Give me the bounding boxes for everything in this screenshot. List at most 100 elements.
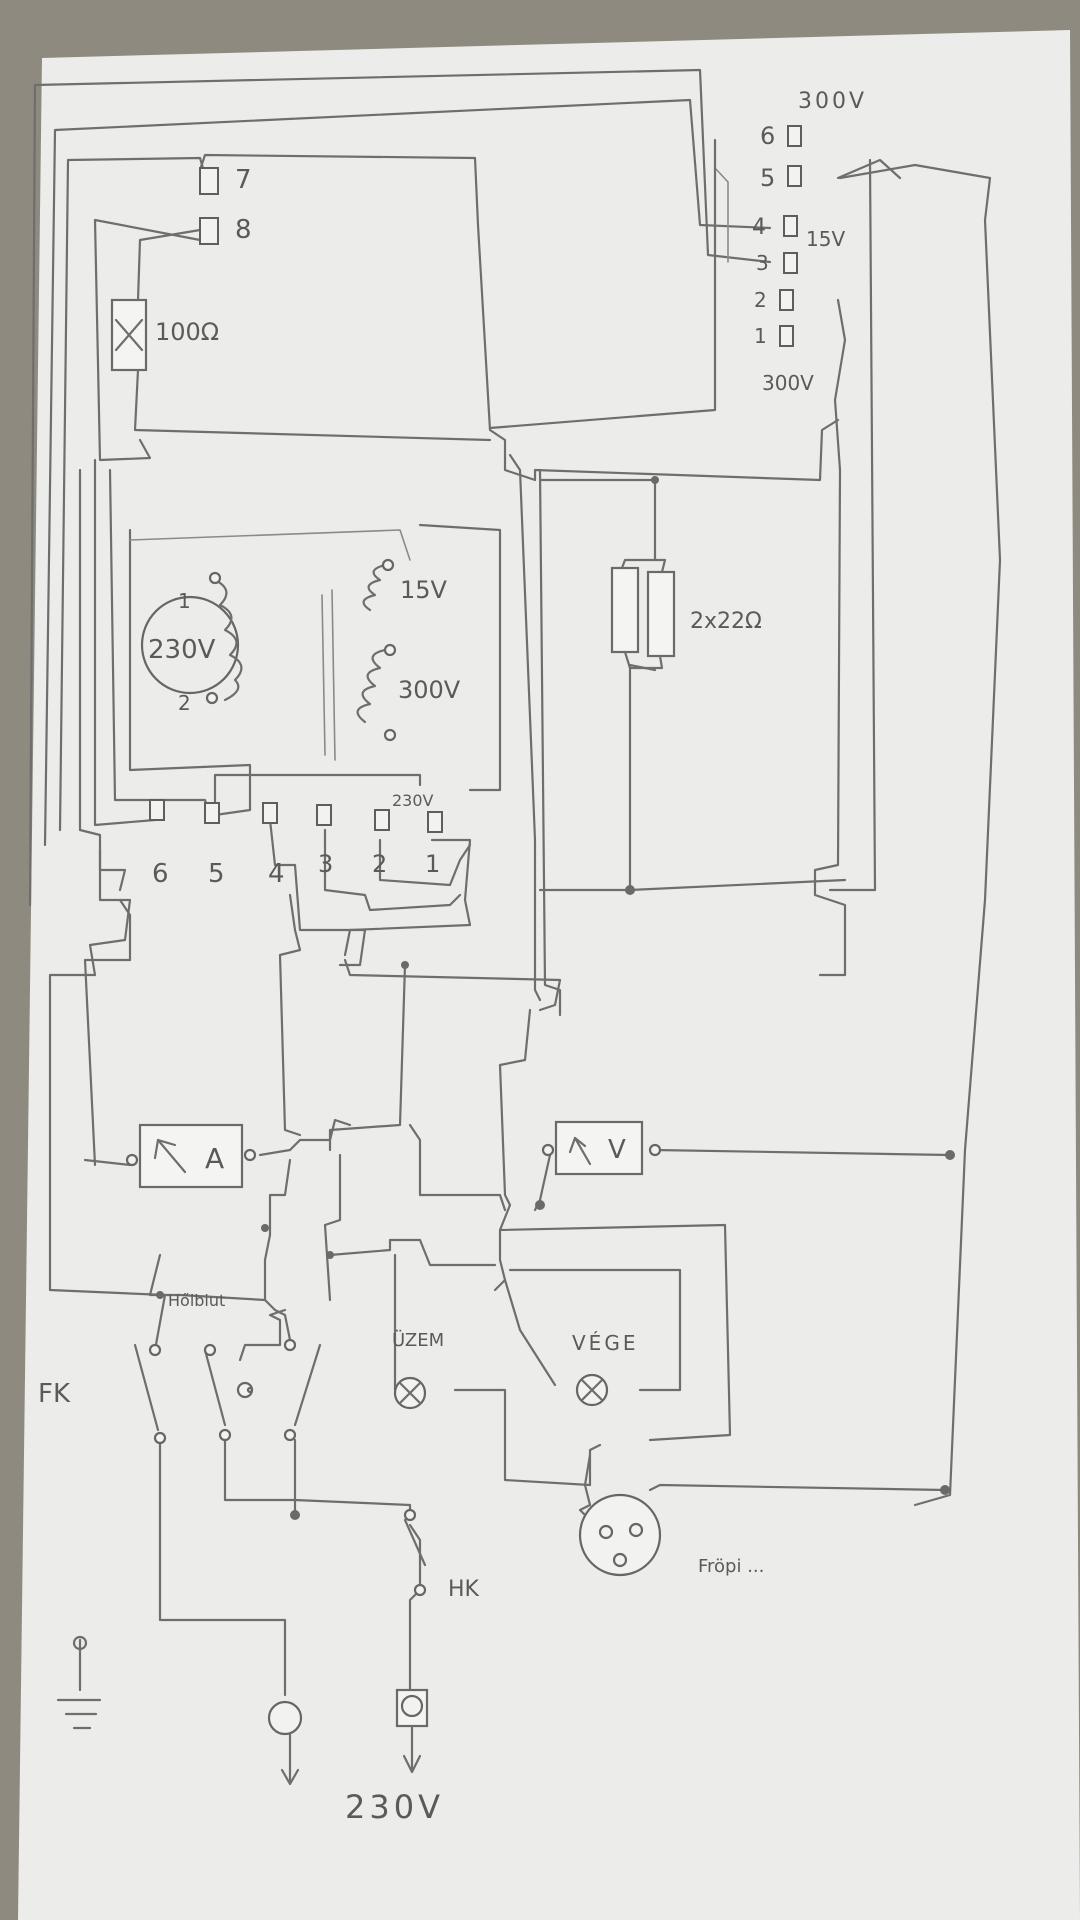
terminal-8-label: 8 (235, 215, 252, 245)
block-voltage-mid: 15V (806, 227, 845, 251)
wire-strip-4 (268, 818, 367, 967)
wire-strip-to-ammeter (83, 1158, 132, 1167)
voltmeter (554, 1120, 644, 1176)
wire-upper-inner (93, 218, 202, 462)
socket (578, 1493, 662, 1577)
plug-mains-arrow-head (402, 1754, 422, 1774)
transformer-core-2 (331, 589, 336, 761)
block-terminal-2 (779, 289, 794, 311)
transformer-primary-outline (140, 595, 240, 695)
contact (153, 1431, 167, 1445)
socket-pin-right (628, 1522, 644, 1538)
switch-label: Hőlbiut (168, 1291, 225, 1310)
wire-third-loop (58, 156, 207, 832)
block-voltage-top: 300V (798, 89, 867, 114)
voltmeter-arrow-head (568, 1136, 587, 1154)
lamp-uzem-label: ÜZEM (392, 1329, 444, 1351)
mains-label: 230V (345, 1788, 444, 1826)
wire-vege-loop (508, 1268, 682, 1392)
lamp-uzem-cross-b (398, 1381, 422, 1405)
strip-terminal-3 (316, 804, 332, 826)
switch-fk-blade (133, 1343, 160, 1432)
junction (326, 1251, 334, 1259)
wire-transformer-top (129, 529, 411, 561)
wire-strip-3 (323, 828, 462, 912)
wire-second-loop (43, 98, 772, 847)
strip-number-5: 5 (208, 859, 225, 889)
transformer-primary-voltage: 230V (148, 635, 216, 665)
junction (651, 476, 659, 484)
socket-pin-earth (612, 1552, 628, 1568)
ammeter-arrow-head (153, 1138, 177, 1160)
junction (535, 1200, 545, 1210)
wire-voltmeter-right (653, 1148, 952, 1157)
contact-points (125, 1143, 662, 1597)
strip-terminal-5 (204, 802, 220, 824)
switch-right-blade (293, 1343, 322, 1427)
junction (156, 1291, 164, 1299)
ammeter-arrow (156, 1138, 187, 1174)
wire-strip-bottom-mid (83, 898, 132, 1167)
wire-ammeter-down-2 (323, 1153, 342, 1302)
block-terminal-3 (783, 252, 798, 274)
ammeter (138, 1123, 244, 1189)
switch-fk-label: FK (38, 1379, 71, 1409)
paper-sheet (18, 30, 1080, 1920)
tap-300v-b (383, 728, 397, 742)
plug-fk-arrow-head (280, 1768, 300, 1786)
wire-block5-right (836, 158, 902, 180)
contact (203, 1343, 217, 1357)
strip-voltage: 230V (392, 791, 434, 810)
wire-resistor-pair-bottom-right (628, 878, 847, 892)
block-terminal-1 (779, 325, 794, 347)
block-terminal-6 (787, 125, 802, 147)
transformer-tap-1: 1 (178, 589, 191, 613)
contact (413, 1583, 427, 1597)
strip-number-4: 4 (268, 859, 285, 889)
block-number-1: 1 (754, 324, 767, 348)
junction (290, 1510, 300, 1520)
wire-block2-down (813, 298, 847, 977)
lamp-vege-label: VÉGE (572, 1331, 638, 1355)
strip-number-3: 3 (318, 850, 333, 878)
terminal-7 (199, 167, 219, 195)
wire-strip-1 (343, 838, 472, 957)
contact (283, 1338, 297, 1352)
wire-ammeter-down (263, 1158, 292, 1302)
wire-right-loop (714, 167, 729, 263)
voltmeter-arrow (573, 1136, 592, 1166)
strip-number-2: 2 (372, 850, 387, 878)
resistor-pair-top-bridge (620, 558, 667, 574)
junction (940, 1485, 950, 1495)
contact (648, 1143, 662, 1157)
strip-terminal-4 (262, 802, 278, 824)
resistor-100-label: 100Ω (155, 318, 219, 346)
block-number-3: 3 (756, 251, 769, 275)
contact (243, 1148, 257, 1162)
transformer-primary-coil (213, 578, 243, 702)
voltmeter-label: V (608, 1135, 626, 1165)
contact (283, 1428, 297, 1442)
transformer-secondary-coil-1 (362, 563, 387, 612)
strip-number-6: 6 (152, 859, 169, 889)
wire-right-long (838, 163, 1002, 1507)
resistor-pair-left (610, 566, 640, 654)
wire-socket-right (648, 1483, 947, 1492)
transformer-secondary-300v: 300V (398, 676, 461, 704)
transformer-secondary-15v: 15V (400, 576, 448, 604)
wire-uzem-right (453, 1388, 602, 1487)
plug-fk (267, 1700, 303, 1736)
transformer-core-1 (321, 594, 326, 756)
terminal-8 (199, 217, 219, 245)
wire-center-to-lamps (493, 1008, 532, 1292)
switch-hk-blade (403, 1518, 427, 1567)
strip-number-1: 1 (425, 850, 440, 878)
wire-center-vertical-a (508, 453, 542, 1002)
block-number-2: 2 (754, 288, 767, 312)
tap-300v-a (383, 643, 397, 657)
terminal-block (779, 125, 802, 347)
block-number-5: 5 (760, 164, 775, 192)
contact (218, 1428, 232, 1442)
